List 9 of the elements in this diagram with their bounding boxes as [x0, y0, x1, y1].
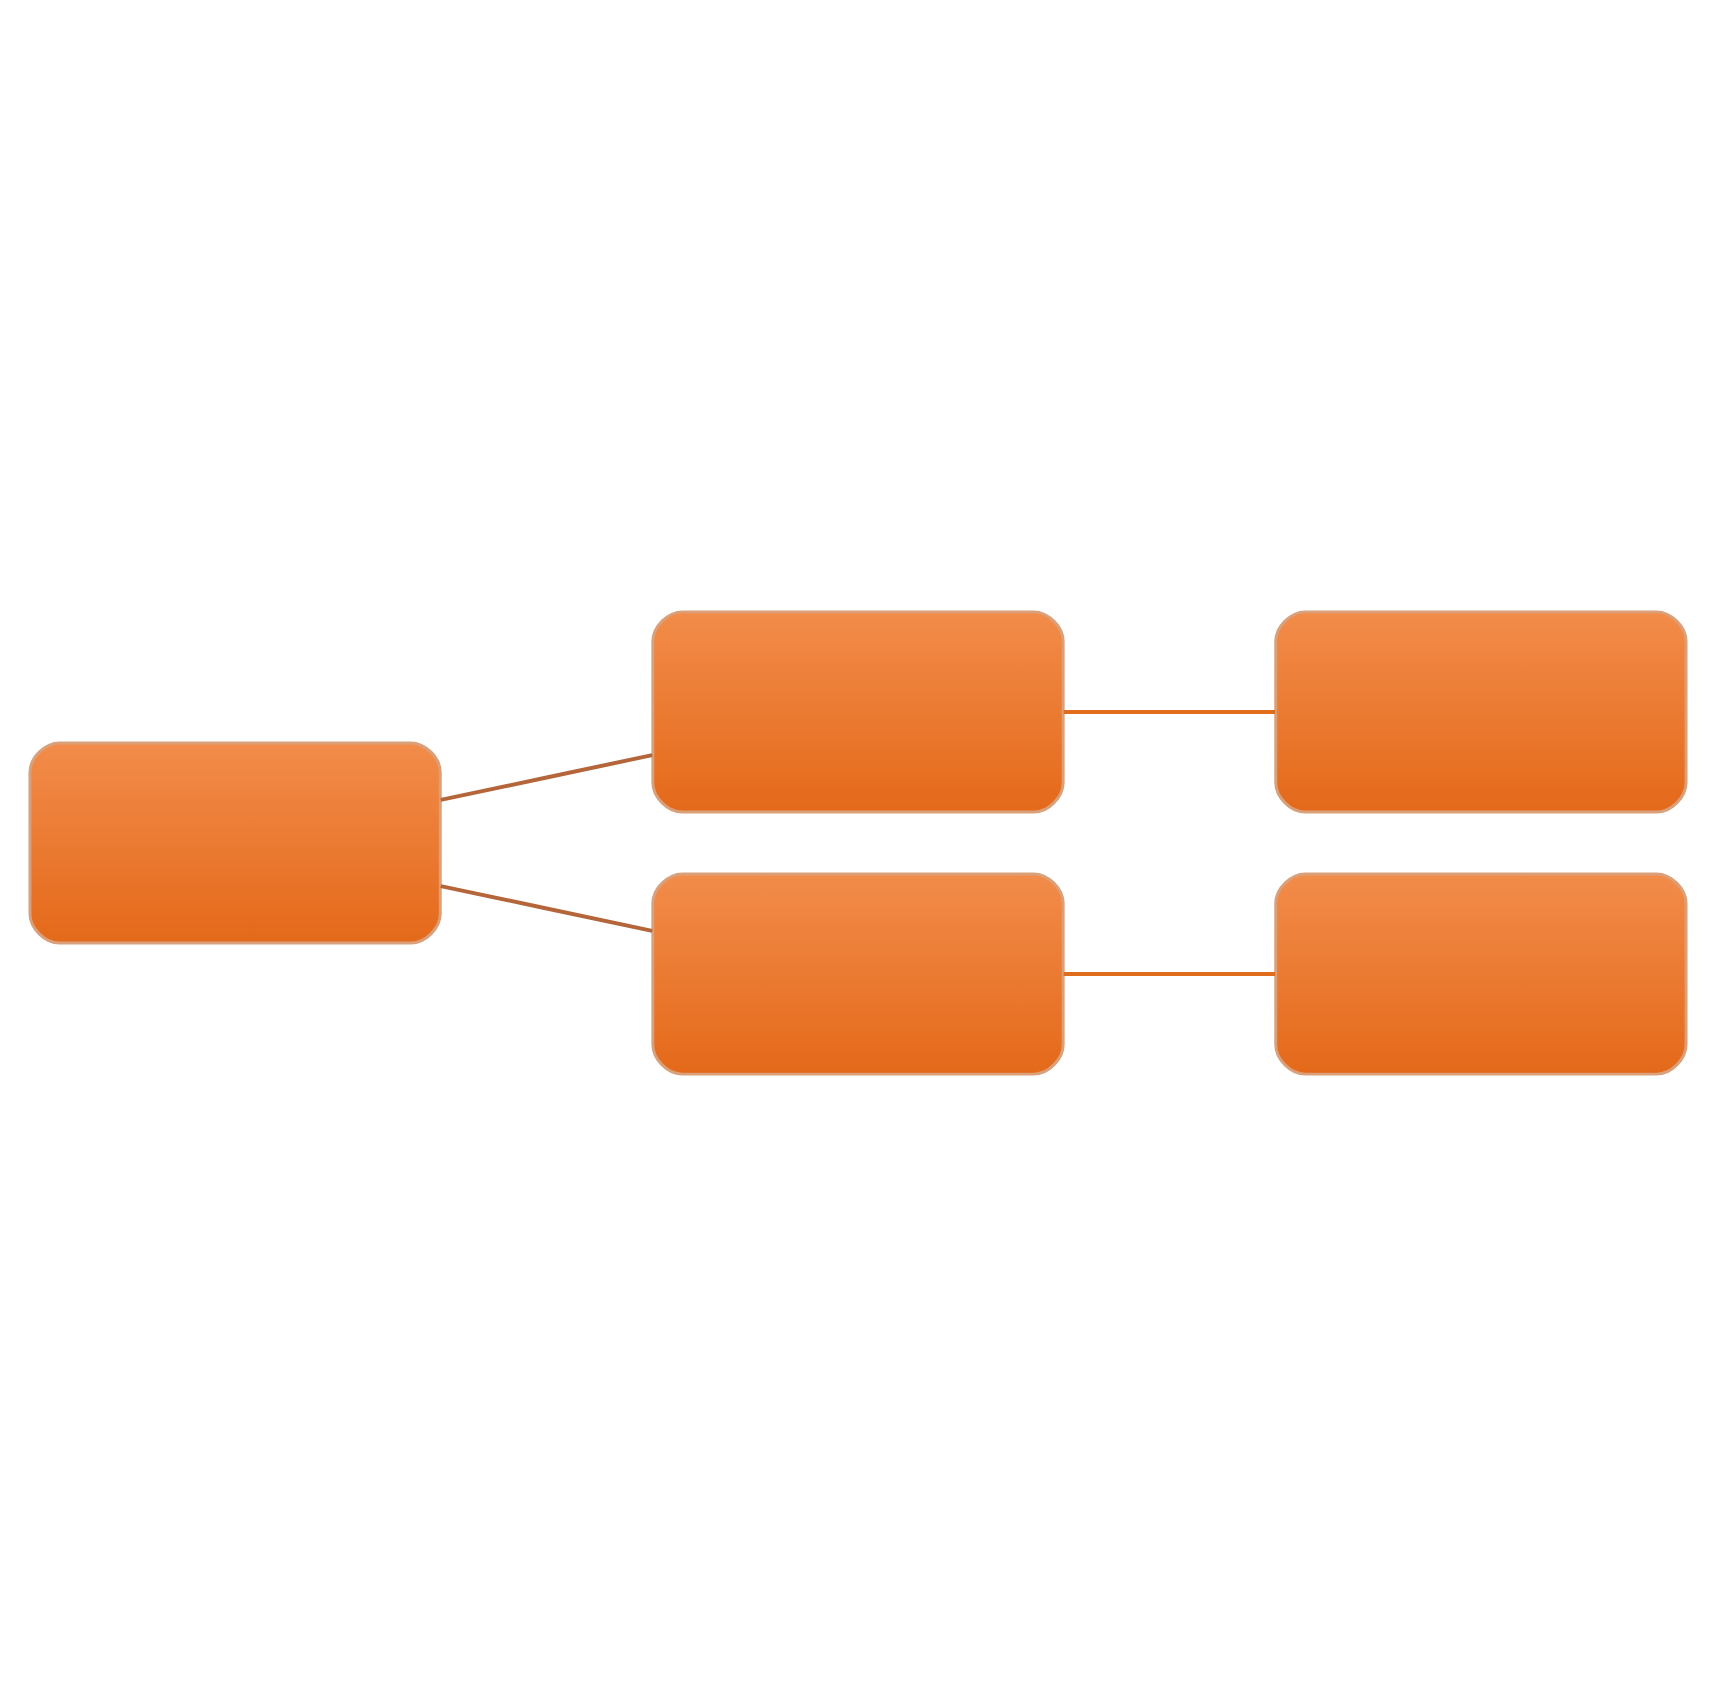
node-box: [650, 871, 1064, 1075]
connector: [1062, 709, 1275, 713]
connector: [1062, 971, 1275, 975]
node-box: [27, 740, 441, 944]
node-box: [1273, 609, 1687, 813]
node-box: [650, 609, 1064, 813]
connector: [439, 752, 652, 801]
node-box: [1273, 871, 1687, 1075]
connector: [439, 883, 652, 932]
